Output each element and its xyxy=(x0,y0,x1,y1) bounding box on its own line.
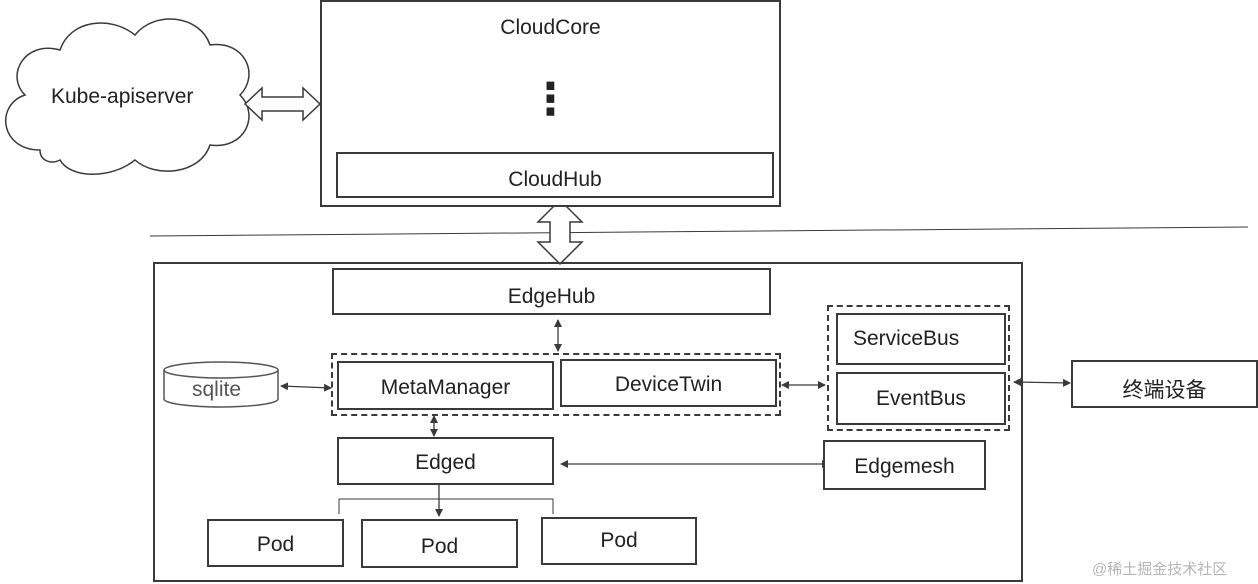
cloud-edge-separator xyxy=(149,226,1249,237)
cloudhub-box: CloudHub xyxy=(336,152,774,198)
servicebus-box: ServiceBus xyxy=(836,313,1006,365)
pod-box-2: Pod xyxy=(361,519,518,568)
pod-label-1: Pod xyxy=(256,533,295,556)
edgehub-label: EdgeHub xyxy=(507,285,596,308)
bus-device-arrow xyxy=(1013,378,1071,387)
devicetwin-label: DeviceTwin xyxy=(614,373,723,396)
edgecore-frame xyxy=(153,262,1023,582)
apiserver-cloudcore-arrow xyxy=(243,86,322,122)
sqlite-cylinder xyxy=(163,361,279,408)
pod-box-1: Pod xyxy=(207,519,344,567)
pod-bracket xyxy=(338,498,554,514)
cloudcore-title: CloudCore xyxy=(500,16,601,39)
edged-label: Edged xyxy=(415,451,476,474)
servicebus-label: ServiceBus xyxy=(853,327,960,350)
metamanager-label: MetaManager xyxy=(380,376,511,399)
cloud-shape xyxy=(5,18,250,175)
device-label: 终端设备 xyxy=(1122,379,1207,402)
cloudcore-ellipsis: ⋮ xyxy=(528,75,573,124)
edged-box: Edged xyxy=(337,437,554,485)
watermark: @稀土掘金技术社区 xyxy=(1092,561,1228,578)
device-box: 终端设备 xyxy=(1071,360,1258,408)
pod-box-3: Pod xyxy=(541,517,697,565)
eventbus-label: EventBus xyxy=(876,387,966,410)
kube-apiserver-label: Kube-apiserver xyxy=(51,85,194,108)
bus-group xyxy=(827,305,1010,431)
edgehub-box: EdgeHub xyxy=(332,268,771,315)
pod-label-2: Pod xyxy=(420,535,459,558)
sqlite-meta-arrow xyxy=(280,382,332,392)
metamanager-box: MetaManager xyxy=(337,361,554,410)
pod-label-3: Pod xyxy=(600,529,638,552)
edgemesh-box: Edgemesh xyxy=(823,440,986,490)
sqlite-label: sqlite xyxy=(192,378,242,401)
devicetwin-box: DeviceTwin xyxy=(560,359,777,407)
eventbus-box: EventBus xyxy=(836,372,1006,425)
meta-twin-group xyxy=(331,353,781,416)
edgemesh-label: Edgemesh xyxy=(854,455,955,478)
cloudhub-edgehub-arrow xyxy=(536,198,584,266)
cloudhub-label: CloudHub xyxy=(508,168,602,191)
